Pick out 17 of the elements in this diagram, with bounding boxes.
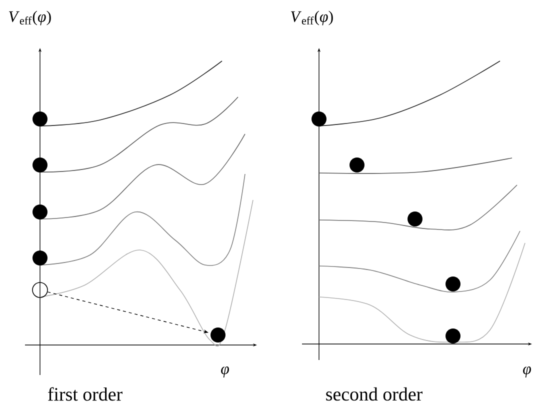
ball	[32, 250, 48, 266]
axis-label: φ	[523, 366, 531, 378]
axis-label: V$_{eff}$(φ)	[9, 10, 51, 26]
ball	[32, 158, 48, 172]
ball	[446, 276, 460, 292]
ball	[408, 212, 422, 226]
open-circle	[32, 282, 48, 298]
axis-label: V$_{eff}$(φ)	[291, 10, 333, 26]
ball	[32, 204, 48, 220]
panel-caption: second order	[326, 387, 422, 401]
ball	[32, 112, 48, 126]
axis-label: φ	[221, 366, 229, 378]
ball	[446, 328, 460, 344]
panel-caption: first order	[48, 387, 122, 401]
ball	[210, 328, 226, 342]
ball	[350, 158, 364, 172]
ball	[312, 112, 326, 126]
